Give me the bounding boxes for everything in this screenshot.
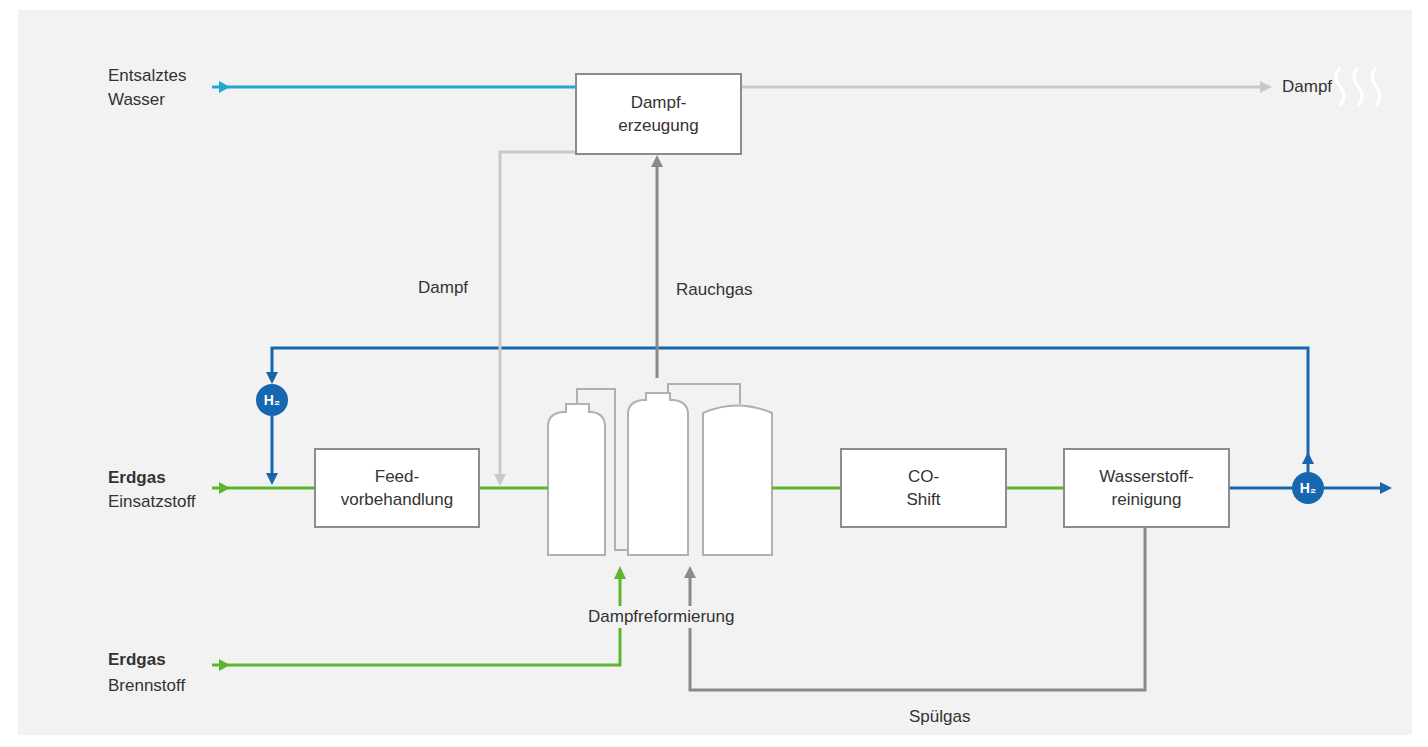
flow-connector bbox=[494, 152, 575, 486]
text-label: Einsatzstoff bbox=[108, 490, 196, 514]
edge-label: Spülgas bbox=[906, 706, 973, 728]
flow-connector bbox=[772, 488, 840, 489]
arrow-head bbox=[1380, 482, 1392, 494]
node-text: Dampf- erzeugung bbox=[618, 91, 698, 137]
node-text: Feed- vorbehandlung bbox=[341, 465, 453, 511]
water-line bbox=[212, 86, 575, 89]
process-box: Feed- vorbehandlung bbox=[314, 448, 480, 528]
vessel bbox=[628, 393, 688, 555]
connector-line bbox=[500, 152, 575, 476]
flow-connector bbox=[1230, 488, 1292, 489]
process-label: Dampfreformierung bbox=[584, 606, 738, 628]
arrow-head bbox=[494, 474, 506, 486]
edge-label: Dampf bbox=[415, 277, 471, 299]
flow-connector bbox=[480, 488, 548, 489]
arrow-head bbox=[684, 566, 696, 578]
process-box: Wasserstoff- reinigung bbox=[1063, 448, 1230, 528]
connector-line bbox=[271, 416, 274, 475]
flow-connector bbox=[1007, 488, 1063, 489]
arrow-head bbox=[266, 473, 278, 485]
arrow-head bbox=[219, 482, 230, 494]
text-label: Erdgas bbox=[108, 648, 166, 672]
connector-line bbox=[1230, 487, 1292, 490]
text-label: Brennstoff bbox=[108, 674, 185, 698]
connector-line bbox=[1007, 487, 1063, 490]
arrow-head bbox=[219, 659, 230, 671]
process-box: Dampf- erzeugung bbox=[575, 73, 742, 155]
vessel bbox=[548, 404, 605, 555]
arrow-head bbox=[1260, 81, 1272, 93]
steam-export-line bbox=[742, 86, 1262, 89]
flow-connector bbox=[266, 416, 314, 488]
edge-label: Rauchgas bbox=[673, 279, 756, 301]
hydrogen-badge: H₂ bbox=[256, 384, 288, 416]
background-panel bbox=[18, 10, 1412, 735]
flow-connector bbox=[684, 528, 1145, 690]
arrow-head bbox=[219, 81, 230, 93]
text-label: Dampf bbox=[1282, 75, 1332, 99]
reformer-group: Dampfreformierung bbox=[545, 378, 777, 630]
node-text: H₂ bbox=[264, 392, 280, 408]
steam-symbol bbox=[1336, 68, 1380, 106]
connector-line bbox=[772, 487, 840, 490]
hydrogen-product-line bbox=[1324, 487, 1380, 490]
connector-line bbox=[690, 528, 1145, 690]
process-box: CO- Shift bbox=[840, 448, 1007, 528]
connector-line bbox=[656, 165, 659, 378]
node-text: Wasserstoff- reinigung bbox=[1099, 465, 1193, 511]
text-label: Entsalztes Wasser bbox=[108, 64, 204, 112]
connector-line bbox=[272, 487, 314, 490]
arrow-head bbox=[266, 372, 278, 384]
vessel bbox=[703, 406, 772, 556]
flow-connector bbox=[651, 155, 663, 378]
node-text: CO- Shift bbox=[906, 465, 940, 511]
arrow-head bbox=[651, 155, 663, 167]
node-text: H₂ bbox=[1300, 480, 1316, 496]
reformer-vessels bbox=[548, 384, 772, 555]
connector-line bbox=[480, 487, 548, 490]
fuel-gas-line bbox=[212, 578, 620, 665]
text-label: Erdgas bbox=[108, 466, 166, 490]
arrow-head bbox=[614, 566, 626, 579]
hydrogen-badge: H₂ bbox=[1292, 472, 1324, 504]
